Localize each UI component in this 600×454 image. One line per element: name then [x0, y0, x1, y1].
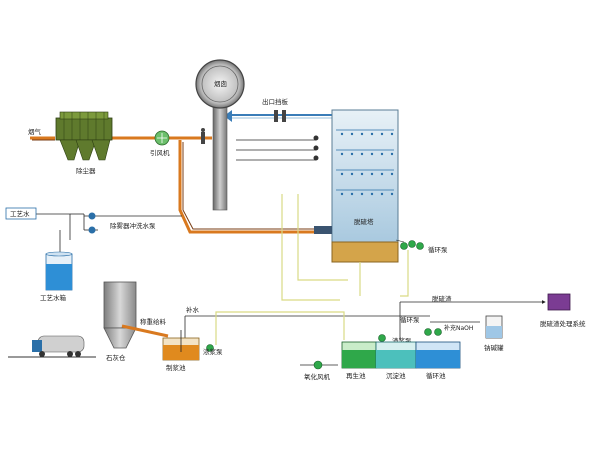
demister-wash-pump-label: 除雾器冲洗水泵 [110, 221, 156, 230]
lime-silo [103, 281, 137, 349]
induced-fan-label: 引风机 [150, 148, 170, 157]
oxidation-fan-icon [313, 360, 323, 370]
weighing-feeder [121, 324, 169, 338]
flue-damper-icon [201, 128, 205, 144]
dust-collector-label: 除尘器 [76, 166, 96, 175]
truck-icon [8, 335, 96, 358]
slurry-tank [162, 330, 200, 361]
absorber-valves [313, 135, 319, 161]
circulation-pump-2-label: 循环泵 [400, 315, 420, 324]
settling-tank-label: 沉淀池 [386, 371, 406, 380]
settling-tank [375, 341, 417, 369]
slag-treatment-label: 脱硫渣处理系统 [540, 319, 586, 328]
process-water-inlet [5, 207, 37, 220]
regeneration-tank-label: 再生池 [346, 371, 366, 380]
chimney-label: 烟囱 [214, 79, 227, 88]
slurry-tank-label: 制浆池 [166, 363, 186, 372]
slurry-pump-2-label: 渣浆泵 [392, 336, 412, 345]
slurry-pump-icon [206, 344, 214, 352]
regeneration-tank [341, 341, 377, 369]
absorber-label: 脱硫塔 [354, 217, 374, 226]
circulation-pump-label: 循环泵 [428, 245, 448, 254]
oxidation-fan-label: 氧化风机 [304, 372, 331, 381]
circulation-tank-label: 循环池 [426, 371, 446, 380]
circulation-tank [415, 341, 461, 369]
tank-pump-icons [378, 328, 442, 342]
process-water-tank-label: 工艺水箱 [40, 293, 67, 302]
naoh-makeup-label: 补充NaOH [444, 324, 473, 332]
process-water-tank [45, 251, 73, 291]
outlet-damper-icon [274, 110, 286, 122]
circulation-pump-icons [395, 239, 424, 250]
lime-silo-label: 石灰仓 [106, 353, 126, 362]
alkali-tank [485, 315, 503, 339]
alkali-tank-label: 钠碱罐 [484, 343, 504, 352]
flue-gas-label: 烟气 [28, 127, 42, 136]
weighing-feeder-label: 称重给料 [140, 317, 167, 326]
demister-wash-pump-icons [88, 212, 96, 234]
absorber-tower [314, 109, 399, 263]
process-water-label: 工艺水 [10, 209, 30, 218]
slurry-lines [215, 194, 409, 345]
outlet-damper-label: 出口挡板 [262, 97, 289, 106]
induced-fan-icon [154, 130, 170, 146]
slurry-pump-label: 浓浆泵 [203, 347, 223, 356]
chimney [195, 59, 245, 211]
makeup-water-label: 补水 [186, 305, 200, 314]
slag-treatment-box [547, 293, 571, 311]
dust-collector [55, 111, 113, 161]
desulfurization-slag-label: 脱硫渣 [432, 294, 452, 303]
flue-gas-lines [30, 110, 332, 234]
